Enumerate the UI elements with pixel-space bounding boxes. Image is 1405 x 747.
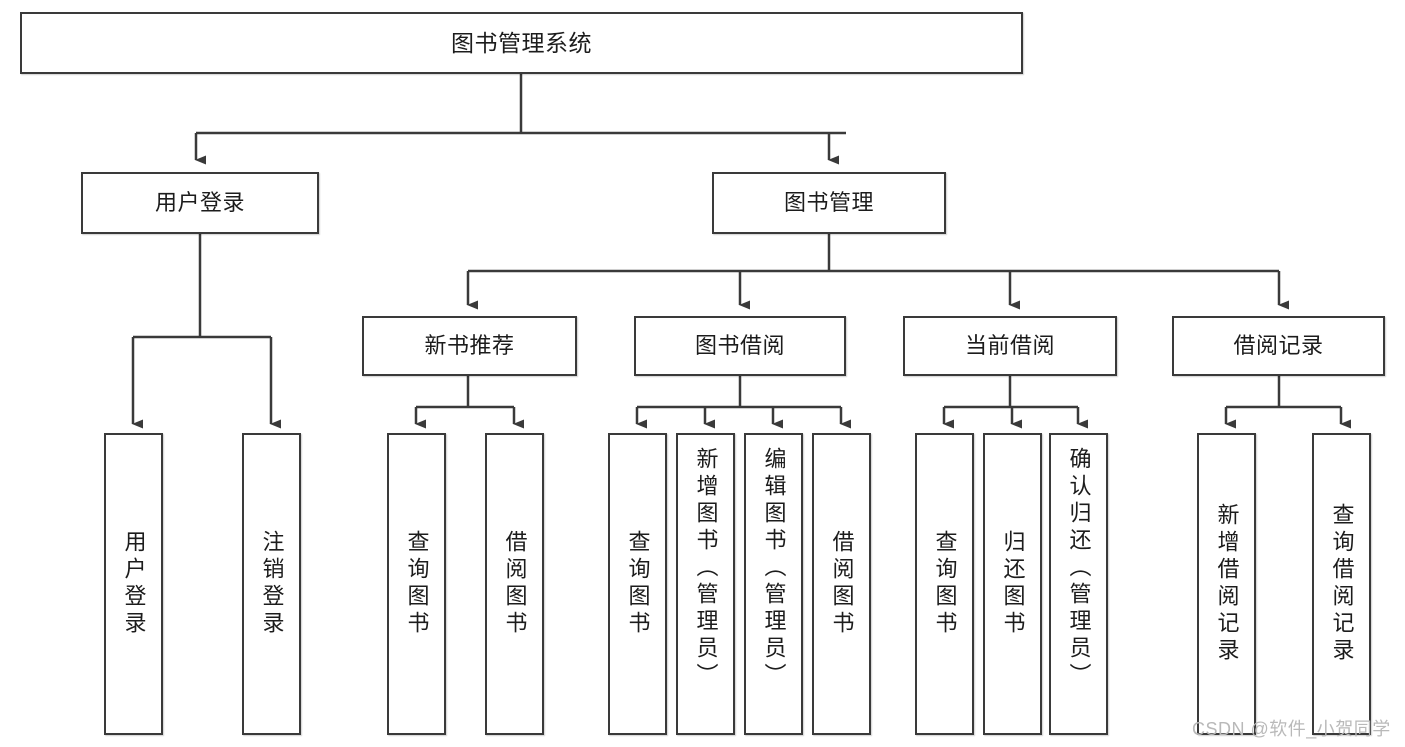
- leaf-records-add-record[interactable]: 新增借阅记录: [1197, 433, 1256, 735]
- node-label: 借阅记录: [1233, 333, 1324, 358]
- node-label: 用户登录: [121, 530, 147, 638]
- leaf-borrow-query-book[interactable]: 查询图书: [608, 433, 667, 735]
- leaf-user-logout[interactable]: 注销登录: [242, 433, 301, 735]
- node-label: 图书管理系统: [451, 30, 592, 56]
- node-book-borrow[interactable]: 图书借阅: [634, 316, 846, 376]
- node-label: 归还图书: [1000, 530, 1026, 638]
- leaf-current-query-book[interactable]: 查询图书: [915, 433, 974, 735]
- leaf-user-login[interactable]: 用户登录: [104, 433, 163, 735]
- node-label: 新书推荐: [424, 333, 515, 358]
- node-borrow-records[interactable]: 借阅记录: [1172, 316, 1385, 376]
- node-label: 当前借阅: [964, 333, 1055, 358]
- node-label: 图书借阅: [694, 333, 785, 358]
- node-current-borrow[interactable]: 当前借阅: [903, 316, 1117, 376]
- node-label: 用户登录: [154, 190, 245, 215]
- node-root-system[interactable]: 图书管理系统: [20, 12, 1023, 74]
- node-label: 图书管理: [783, 190, 874, 215]
- node-user-login[interactable]: 用户登录: [81, 172, 319, 234]
- leaf-new-book-query[interactable]: 查询图书: [387, 433, 446, 735]
- node-label: 注销登录: [259, 530, 285, 638]
- node-label: 借阅图书: [829, 530, 855, 638]
- node-book-management[interactable]: 图书管理: [712, 172, 946, 234]
- watermark-text: CSDN @软件_小贺同学: [1192, 719, 1391, 739]
- node-label: 新增图书（管理员）: [693, 447, 719, 690]
- leaf-borrow-add-book-admin[interactable]: 新增图书（管理员）: [676, 433, 735, 735]
- node-label: 查询图书: [404, 530, 430, 638]
- node-new-book-recommend[interactable]: 新书推荐: [362, 316, 577, 376]
- node-label: 确认归还（管理员）: [1066, 447, 1092, 690]
- node-label: 新增借阅记录: [1214, 503, 1240, 665]
- leaf-records-query-record[interactable]: 查询借阅记录: [1312, 433, 1371, 735]
- node-label: 借阅图书: [502, 530, 528, 638]
- leaf-new-book-borrow[interactable]: 借阅图书: [485, 433, 544, 735]
- leaf-borrow-borrow-book[interactable]: 借阅图书: [812, 433, 871, 735]
- node-label: 查询图书: [625, 530, 651, 638]
- leaf-current-confirm-return-admin[interactable]: 确认归还（管理员）: [1049, 433, 1108, 735]
- node-label: 查询借阅记录: [1329, 503, 1355, 665]
- node-label: 编辑图书（管理员）: [761, 447, 787, 690]
- leaf-borrow-edit-book-admin[interactable]: 编辑图书（管理员）: [744, 433, 803, 735]
- node-label: 查询图书: [932, 530, 958, 638]
- leaf-current-return-book[interactable]: 归还图书: [983, 433, 1042, 735]
